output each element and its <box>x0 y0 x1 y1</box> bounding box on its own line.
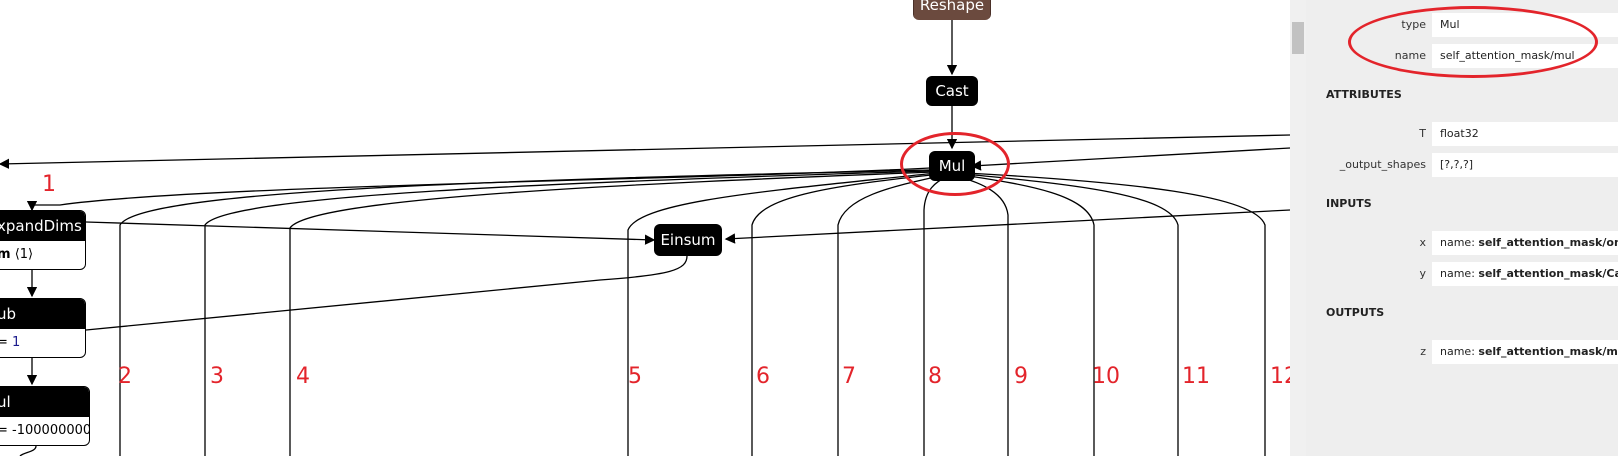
node-expanddims-attr: m ⟨1⟩ <box>0 241 85 269</box>
attr-shapes-label: _output_shapes <box>1339 158 1426 171</box>
annotation-circle-type-name <box>1348 6 1598 78</box>
annotation-6: 6 <box>756 364 770 389</box>
node-reshape-label: Reshape <box>913 0 991 20</box>
edge-fan-5 <box>627 172 937 456</box>
node-sub-title: ub <box>0 299 85 329</box>
graph-canvas[interactable]: Reshape Cast Mul Einsum xpandDims m ⟨1⟩ … <box>0 0 1290 456</box>
sub-attr-name: = <box>0 335 8 350</box>
input-y-name: self_attention_mask/Cast <box>1478 267 1618 280</box>
node-expanddims[interactable]: xpandDims m ⟨1⟩ <box>0 210 86 270</box>
section-outputs: OUTPUTS <box>1326 306 1385 319</box>
edge-fan-11 <box>963 173 1179 456</box>
annotation-circle-mul <box>900 132 1010 196</box>
edge-fan-8 <box>923 175 949 456</box>
input-x-name: self_attention_mask/ones <box>1478 236 1618 249</box>
edge-fan-4 <box>289 171 935 456</box>
mul2-attr-name: = <box>0 423 8 438</box>
input-y-prefix: name: <box>1440 267 1479 280</box>
scrollbar-thumb[interactable] <box>1292 22 1304 54</box>
annotation-5: 5 <box>628 364 642 389</box>
output-z-label: z <box>1420 345 1426 358</box>
input-y-label: y <box>1419 267 1426 280</box>
input-x-prefix: name: <box>1440 236 1479 249</box>
edge-expanddims-einsum <box>85 221 656 245</box>
annotation-1: 1 <box>42 172 56 197</box>
annotation-3: 3 <box>210 364 224 389</box>
node-mul-2[interactable]: ul = -100000000... <box>0 386 90 446</box>
expanddims-attr-name: m <box>0 247 11 262</box>
edge-to-left <box>0 134 1290 169</box>
edge-fan-6 <box>751 173 941 456</box>
annotation-8: 8 <box>928 364 942 389</box>
input-y-value[interactable]: name: self_attention_mask/Cast <box>1432 262 1618 286</box>
attr-shapes-value[interactable]: [?,?,?] <box>1432 153 1618 177</box>
edge-fan-7 <box>837 174 945 456</box>
annotation-7: 7 <box>842 364 856 389</box>
node-sub-attr: = 1 <box>0 329 85 357</box>
input-x-label: x <box>1419 236 1426 249</box>
edge-mul2-out <box>19 445 37 456</box>
edge-fan-2 <box>119 169 931 456</box>
node-einsum-label: Einsum <box>654 224 722 256</box>
node-cast-label: Cast <box>926 76 978 106</box>
node-einsum[interactable]: Einsum <box>654 224 722 256</box>
output-z-name: self_attention_mask/mul <box>1478 345 1618 358</box>
annotation-2: 2 <box>118 364 132 389</box>
annotation-10: 10 <box>1092 364 1120 389</box>
edge-einsum-sub <box>85 255 688 331</box>
sidebar-scrollbar[interactable] <box>1290 0 1306 456</box>
annotation-9: 9 <box>1014 364 1028 389</box>
attr-t-value[interactable]: float32 <box>1432 122 1618 146</box>
sub-attr-value: 1 <box>12 335 21 350</box>
node-cast[interactable]: Cast <box>926 76 978 106</box>
input-x-value[interactable]: name: self_attention_mask/ones <box>1432 231 1618 255</box>
edge-fan-3 <box>204 170 933 456</box>
annotation-4: 4 <box>296 364 310 389</box>
section-attributes: ATTRIBUTES <box>1326 88 1402 101</box>
node-mul2-attr: = -100000000... <box>0 417 89 445</box>
node-mul2-title: ul <box>0 387 89 417</box>
edge-mul-expanddims <box>26 167 931 212</box>
edge-fan-10 <box>961 174 1095 456</box>
edge-fan-12 <box>965 172 1266 456</box>
edge-fan-9 <box>957 175 1009 456</box>
attr-t-label: T <box>1419 127 1426 140</box>
expanddims-attr-value: ⟨1⟩ <box>14 247 34 262</box>
edge-right-mul-1 <box>970 147 1290 171</box>
annotation-12: 12 <box>1270 364 1290 389</box>
node-sub[interactable]: ub = 1 <box>0 298 86 358</box>
output-z-value[interactable]: name: self_attention_mask/mul <box>1432 340 1618 364</box>
mul2-attr-value: -100000000... <box>12 423 89 438</box>
node-reshape[interactable]: Reshape <box>913 0 991 20</box>
output-z-prefix: name: <box>1440 345 1479 358</box>
section-inputs: INPUTS <box>1326 197 1372 210</box>
node-expanddims-title: xpandDims <box>0 211 85 241</box>
annotation-11: 11 <box>1182 364 1210 389</box>
